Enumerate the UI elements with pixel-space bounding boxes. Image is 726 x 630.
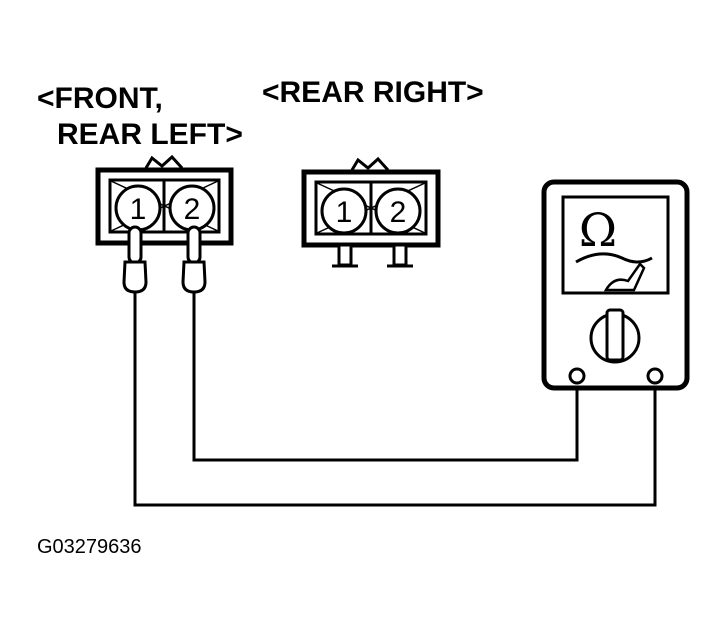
probe-pin-2 [181,225,207,294]
ohmmeter-icon: Ω [541,179,690,391]
pin-2-label: 2 [184,193,201,226]
label-rear-right: <REAR RIGHT> [262,76,484,109]
label-front: <FRONT, [37,82,163,115]
ohm-symbol: Ω [579,203,617,257]
pin-1-label: 1 [336,196,353,229]
wire-pin-2-to-meter [192,292,579,462]
wire-pin-1-to-meter [133,292,657,507]
figure-code: G03279636 [37,536,142,558]
connector-front-rear-left: 1 2 [95,154,234,246]
pin-2-label: 2 [390,196,407,229]
connector-rear-right: 1 2 [301,156,441,268]
pin-1-label: 1 [130,193,147,226]
label-rear-left: REAR LEFT> [57,118,243,151]
